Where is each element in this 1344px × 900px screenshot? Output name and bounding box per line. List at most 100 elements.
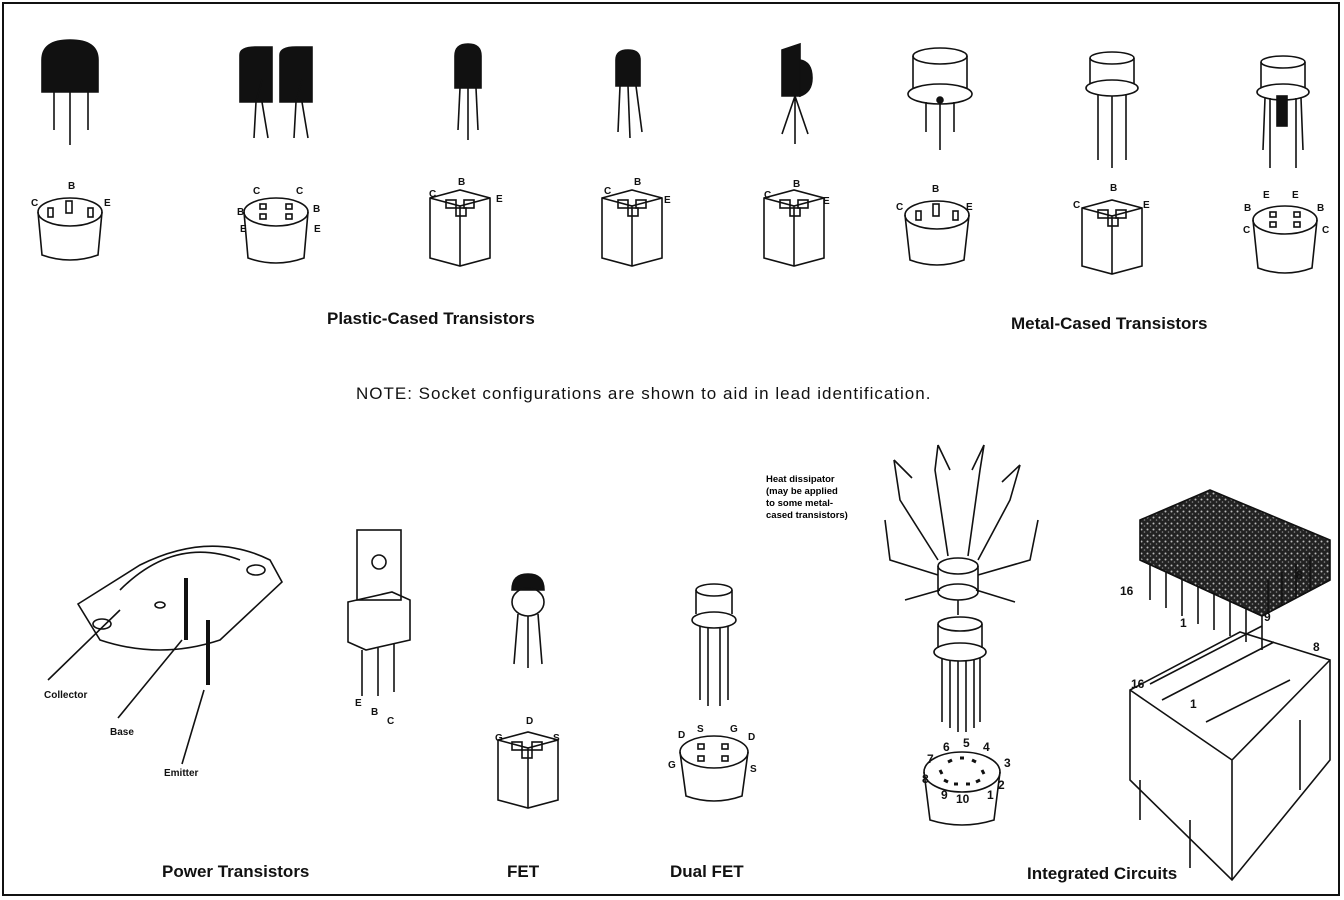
- pin-c: C: [1322, 225, 1329, 236]
- pin-b: B: [634, 177, 641, 188]
- plastic-transistor-4: [616, 50, 642, 138]
- pin-c: C: [604, 186, 611, 197]
- pin-e: E: [355, 698, 362, 709]
- pin-c: C: [296, 186, 303, 197]
- pin-number: 8: [1313, 640, 1320, 654]
- pin-b: B: [932, 184, 939, 195]
- pin-d: D: [678, 730, 685, 741]
- pin-b: B: [68, 181, 75, 192]
- metal-transistor-1: [908, 48, 972, 150]
- pin-c: C: [253, 186, 260, 197]
- socket-fet: [498, 732, 558, 808]
- caption-line: Heat dissipator: [766, 474, 880, 486]
- socket-plastic-5: [764, 190, 824, 266]
- pin-number: 16: [1120, 584, 1133, 598]
- pin-e: E: [104, 198, 111, 209]
- plastic-transistor-2: [240, 47, 312, 138]
- pin-g: G: [495, 733, 503, 744]
- note-text: NOTE: Socket configurations are shown to…: [356, 384, 931, 404]
- pin-e: E: [314, 224, 321, 235]
- pin-b: B: [1317, 203, 1324, 214]
- pin-g: G: [730, 724, 738, 735]
- pin-number: 9: [941, 788, 948, 802]
- fet-label: FET: [507, 862, 539, 882]
- socket-plastic-3: [430, 190, 490, 266]
- pin-c: C: [31, 198, 38, 209]
- socket-dual-fet: [680, 736, 748, 801]
- plastic-transistor-3: [455, 44, 481, 140]
- pin-b: B: [237, 207, 244, 218]
- plastic-transistor-5: [782, 44, 812, 144]
- pin-e: E: [240, 224, 247, 235]
- heat-dissipator-caption: Heat dissipator (may be applied to some …: [766, 474, 880, 522]
- pin-d: D: [526, 716, 533, 727]
- socket-metal-2: [1082, 200, 1142, 274]
- pin-e: E: [1263, 190, 1270, 201]
- power-transistors-label: Power Transistors: [162, 862, 309, 882]
- pin-number: 3: [1004, 756, 1011, 770]
- plastic-cased-label: Plastic-Cased Transistors: [327, 309, 535, 329]
- pin-b: B: [793, 179, 800, 190]
- pin-number: 10: [956, 792, 969, 806]
- pin-e: E: [496, 194, 503, 205]
- pin-b: B: [313, 204, 320, 215]
- caption-line: cased transistors): [766, 510, 880, 522]
- pin-c: C: [429, 189, 436, 200]
- pin-e: E: [823, 196, 830, 207]
- heat-dissipator: [885, 445, 1038, 615]
- pin-e: E: [1292, 190, 1299, 201]
- pin-c: C: [764, 190, 771, 201]
- pin-s: S: [553, 733, 560, 744]
- pin-number: 1: [1180, 616, 1187, 630]
- collector-callout: Collector: [44, 690, 87, 701]
- pin-b: B: [1110, 183, 1117, 194]
- pin-number: 2: [998, 778, 1005, 792]
- metal-transistor-2: [1086, 52, 1138, 168]
- pin-e: E: [664, 195, 671, 206]
- integrated-circuits-label: Integrated Circuits: [1027, 864, 1177, 884]
- pin-number: 9: [1264, 610, 1271, 624]
- pin-d: D: [748, 732, 755, 743]
- power-transistor-to3: [48, 546, 282, 764]
- pin-b: B: [458, 177, 465, 188]
- pin-s: S: [750, 764, 757, 775]
- dual-fet-label: Dual FET: [670, 862, 744, 882]
- metal-can-ic: [934, 617, 986, 732]
- socket-metal-1: [905, 201, 969, 265]
- caption-line: to some metal-: [766, 498, 880, 510]
- pin-number: 1: [987, 788, 994, 802]
- pin-number: 16: [1131, 677, 1144, 691]
- socket-plastic-1: [38, 198, 102, 260]
- pin-b: B: [1244, 203, 1251, 214]
- fet-device: [512, 574, 544, 668]
- pin-b: B: [371, 707, 378, 718]
- pin-number: 7: [927, 752, 934, 766]
- caption-line: (may be applied: [766, 486, 880, 498]
- socket-plastic-2: [244, 198, 308, 263]
- pin-number: 4: [983, 740, 990, 754]
- pin-c: C: [896, 202, 903, 213]
- pin-number: 1: [1190, 697, 1197, 711]
- pin-c: C: [387, 716, 394, 727]
- pin-c: C: [1073, 200, 1080, 211]
- emitter-callout: Emitter: [164, 768, 198, 779]
- pin-e: E: [966, 202, 973, 213]
- plastic-transistor-1: [42, 40, 98, 145]
- dip-socket: [1130, 626, 1330, 880]
- metal-cased-label: Metal-Cased Transistors: [1011, 314, 1208, 334]
- base-callout: Base: [110, 727, 134, 738]
- pin-c: C: [1243, 225, 1250, 236]
- pin-e: E: [1143, 200, 1150, 211]
- pin-number: 6: [943, 740, 950, 754]
- power-transistor-to220: [348, 530, 410, 696]
- pin-number: 8: [1296, 568, 1303, 582]
- pin-number: 8: [922, 772, 929, 786]
- pin-g: G: [668, 760, 676, 771]
- pin-number: 5: [963, 736, 970, 750]
- socket-plastic-4: [602, 190, 662, 266]
- pin-s: S: [697, 724, 704, 735]
- socket-metal-3: [1253, 206, 1317, 273]
- dual-fet-device: [692, 584, 736, 706]
- metal-transistor-3: [1257, 56, 1309, 168]
